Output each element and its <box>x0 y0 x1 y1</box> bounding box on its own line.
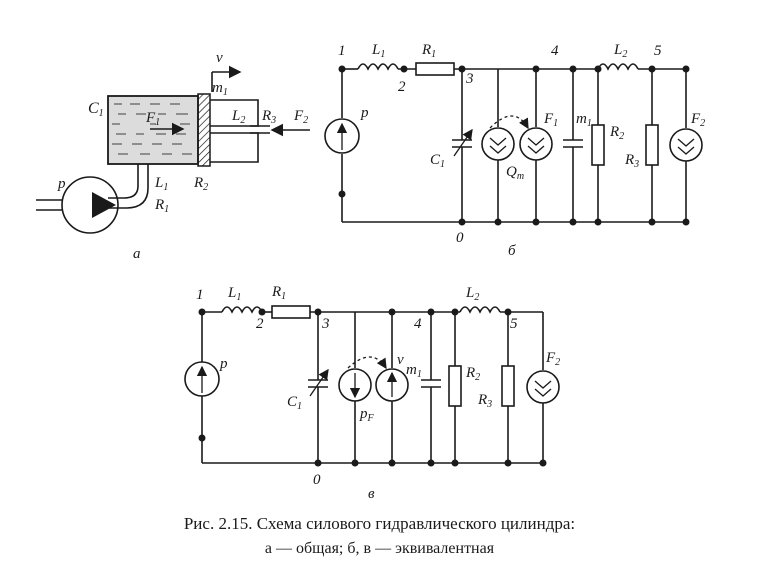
supply-pipe <box>108 164 139 199</box>
resistor-r2 <box>591 124 605 166</box>
flow-source-qm <box>481 127 515 161</box>
label-c1: C1 <box>88 100 104 119</box>
inductor-l2-c <box>459 306 501 314</box>
label-r1-b: R1 <box>421 42 436 60</box>
label-f2: F2 <box>293 108 308 126</box>
label-l2-c: L2 <box>465 285 479 303</box>
panel-c-equivalent-circuit: 1 L1 2 R1 3 4 L2 5 p C1 pF v m1 R2 R3 F2… <box>184 284 560 502</box>
label-p-b: p <box>360 105 369 121</box>
liquid-dashes <box>112 103 192 155</box>
coupling-arc-b <box>489 115 529 130</box>
label-l1: L1 <box>154 175 168 193</box>
label-f2-c: F2 <box>545 350 560 368</box>
label-r3-b: R3 <box>624 152 639 170</box>
node-2-b: 2 <box>398 79 406 95</box>
node-3-b: 3 <box>465 71 474 87</box>
label-p-c: p <box>219 356 228 372</box>
pump-circle <box>61 176 119 234</box>
label-r3: R3 <box>261 108 276 126</box>
node-0-b: 0 <box>456 230 464 246</box>
pump-triangle-icon <box>92 192 116 218</box>
resistor-r1 <box>415 62 455 76</box>
label-r3-c: R3 <box>477 392 492 410</box>
label-r2-c: R2 <box>465 365 480 383</box>
label-pf-c: pF <box>359 406 375 424</box>
label-c1-c: C1 <box>287 394 302 412</box>
figure-caption-subtitle: а — общая; б, в — эквивалентная <box>264 540 495 557</box>
figure-caption-title: Рис. 2.15. Схема силового гидравлическог… <box>183 514 576 533</box>
force-source-f1 <box>519 127 553 161</box>
force-source-f2 <box>669 128 703 162</box>
label-r2: R2 <box>193 175 208 193</box>
label-r1: R1 <box>154 197 169 215</box>
junction-dots-c <box>198 308 547 467</box>
node-1-b: 1 <box>338 43 346 59</box>
label-qm-b: Qm <box>506 164 524 182</box>
label-m1-c: m1 <box>406 362 422 380</box>
label-c1-b: C1 <box>430 152 445 170</box>
label-m1: m1 <box>212 80 228 98</box>
label-p: p <box>57 176 66 192</box>
force-source-f2-c <box>526 370 560 404</box>
label-r2-b: R2 <box>609 124 624 142</box>
pressure-source <box>324 118 360 154</box>
resistor-r2-c <box>448 365 462 407</box>
piston <box>197 93 211 167</box>
label-v-c: v <box>397 352 404 368</box>
resistor-r1-c <box>271 305 311 319</box>
inductor-l2 <box>597 63 639 71</box>
label-m1-b: m1 <box>576 111 592 129</box>
label-f1-b: F1 <box>543 111 558 129</box>
inductor-l1-c <box>221 306 263 314</box>
panel-a-label: а <box>133 246 141 262</box>
node-4-b: 4 <box>551 43 559 59</box>
label-l2-b: L2 <box>613 42 627 60</box>
node-4-c: 4 <box>414 316 422 332</box>
label-l1-b: L1 <box>371 42 385 60</box>
node-5-b: 5 <box>654 43 662 59</box>
label-f2-b: F2 <box>690 111 705 129</box>
panel-b-equivalent-circuit: 1 L1 2 R1 3 4 L2 5 p C1 Qm F1 m1 R2 R3 F… <box>324 42 705 259</box>
resistor-r3 <box>645 124 659 166</box>
node-3-c: 3 <box>321 316 330 332</box>
node-2-c: 2 <box>256 316 264 332</box>
resistor-r3-c <box>501 365 515 407</box>
label-l1-c: L1 <box>227 285 241 303</box>
panel-b-label: б <box>508 243 516 259</box>
label-r1-c: R1 <box>271 284 286 302</box>
panel-c-label: в <box>368 486 375 502</box>
inductor-l1 <box>357 63 399 71</box>
node-1-c: 1 <box>196 287 204 303</box>
coupling-arc-c <box>347 356 387 370</box>
label-v: v <box>216 50 223 66</box>
load-frame <box>210 99 259 126</box>
junction-dots-b <box>338 65 690 226</box>
node-0-c: 0 <box>313 472 321 488</box>
figure-2-15: v m1 C1 F1 L2 R3 F2 p L1 R2 R1 а <box>36 42 705 502</box>
node-5-c: 5 <box>510 316 518 332</box>
panel-a-general-scheme: v m1 C1 F1 L2 R3 F2 p L1 R2 R1 а <box>36 50 310 262</box>
label-f1: F1 <box>145 110 160 128</box>
label-l2: L2 <box>231 108 245 126</box>
